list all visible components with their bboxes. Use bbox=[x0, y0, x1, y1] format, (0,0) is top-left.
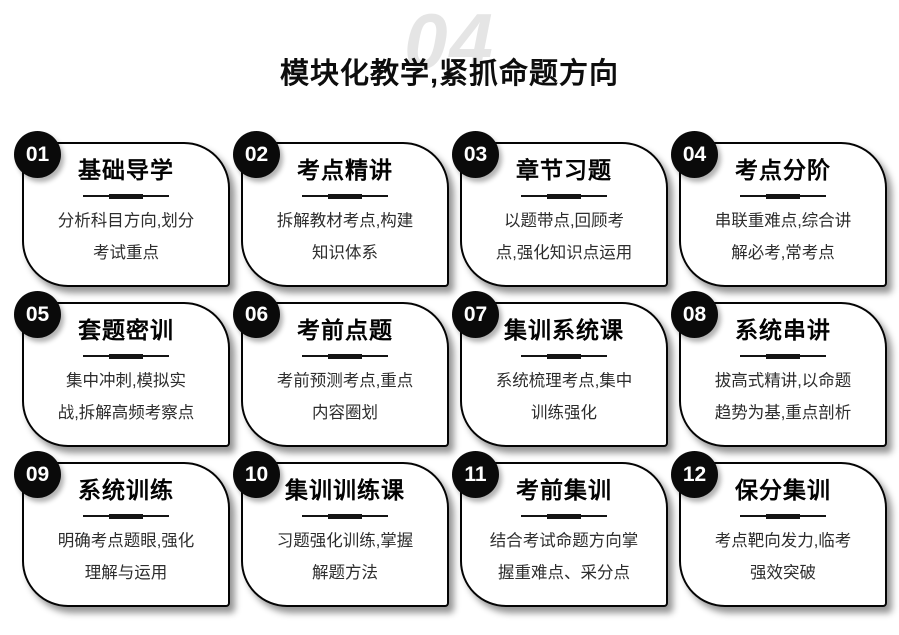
card-description: 集中冲刺,模拟实 战,拆解高频考察点 bbox=[57, 371, 195, 422]
title-divider bbox=[521, 353, 607, 359]
card-description: 系统梳理考点,集中 训练强化 bbox=[495, 371, 633, 422]
module-card-02: 02 考点精讲 拆解教材考点,构建 知识体系 bbox=[233, 131, 449, 287]
section-number-watermark: 04 bbox=[404, 0, 495, 85]
module-grid: 01 基础导学 分析科目方向,划分 考试重点 02 考点精讲 拆解教材考点,构建… bbox=[14, 131, 887, 607]
card-title: 套题密训 bbox=[78, 317, 174, 343]
card-title: 系统串讲 bbox=[735, 317, 831, 343]
module-card-03: 03 章节习题 以题带点,回顾考 点,强化知识点运用 bbox=[452, 131, 668, 287]
card-title: 基础导学 bbox=[78, 157, 174, 183]
title-divider bbox=[521, 513, 607, 519]
card-description: 串联重难点,综合讲 解必考,常考点 bbox=[714, 211, 852, 262]
title-divider bbox=[302, 353, 388, 359]
card-number-badge: 10 bbox=[233, 451, 280, 498]
card-number-badge: 09 bbox=[14, 451, 61, 498]
card-title: 保分集训 bbox=[735, 477, 831, 503]
card-description: 拔高式精讲,以命题 趋势为基,重点剖析 bbox=[714, 371, 852, 422]
card-title: 考点精讲 bbox=[297, 157, 393, 183]
card-number-badge: 06 bbox=[233, 291, 280, 338]
card-number-badge: 05 bbox=[14, 291, 61, 338]
page-title: 模块化教学,紧抓命题方向 bbox=[279, 58, 620, 90]
card-number-badge: 12 bbox=[671, 451, 718, 498]
card-description: 习题强化训练,掌握 解题方法 bbox=[276, 531, 414, 582]
card-title: 考前点题 bbox=[297, 317, 393, 343]
card-number-badge: 11 bbox=[452, 451, 499, 498]
module-card-01: 01 基础导学 分析科目方向,划分 考试重点 bbox=[14, 131, 230, 287]
card-title: 系统训练 bbox=[78, 477, 174, 503]
module-card-10: 10 集训训练课 习题强化训练,掌握 解题方法 bbox=[233, 451, 449, 607]
card-description: 明确考点题眼,强化 理解与运用 bbox=[57, 531, 195, 582]
title-divider bbox=[740, 353, 826, 359]
title-divider bbox=[83, 193, 169, 199]
title-divider bbox=[83, 353, 169, 359]
module-card-12: 12 保分集训 考点靶向发力,临考 强效突破 bbox=[671, 451, 887, 607]
card-number-badge: 08 bbox=[671, 291, 718, 338]
module-card-07: 07 集训系统课 系统梳理考点,集中 训练强化 bbox=[452, 291, 668, 447]
title-divider bbox=[83, 513, 169, 519]
card-description: 结合考试命题方向掌 握重难点、采分点 bbox=[489, 531, 639, 582]
title-divider bbox=[740, 193, 826, 199]
module-card-05: 05 套题密训 集中冲刺,模拟实 战,拆解高频考察点 bbox=[14, 291, 230, 447]
title-divider bbox=[740, 513, 826, 519]
card-description: 考前预测考点,重点 内容圈划 bbox=[276, 371, 414, 422]
card-number-badge: 03 bbox=[452, 131, 499, 178]
module-card-11: 11 考前集训 结合考试命题方向掌 握重难点、采分点 bbox=[452, 451, 668, 607]
module-card-08: 08 系统串讲 拔高式精讲,以命题 趋势为基,重点剖析 bbox=[671, 291, 887, 447]
card-number-badge: 02 bbox=[233, 131, 280, 178]
card-number-badge: 07 bbox=[452, 291, 499, 338]
module-card-09: 09 系统训练 明确考点题眼,强化 理解与运用 bbox=[14, 451, 230, 607]
card-description: 以题带点,回顾考 点,强化知识点运用 bbox=[495, 211, 633, 262]
card-title: 集训系统课 bbox=[504, 317, 624, 343]
title-divider bbox=[302, 193, 388, 199]
card-description: 分析科目方向,划分 考试重点 bbox=[57, 211, 195, 262]
card-number-badge: 01 bbox=[14, 131, 61, 178]
module-card-04: 04 考点分阶 串联重难点,综合讲 解必考,常考点 bbox=[671, 131, 887, 287]
card-title: 考前集训 bbox=[516, 477, 612, 503]
title-divider bbox=[302, 513, 388, 519]
module-card-06: 06 考前点题 考前预测考点,重点 内容圈划 bbox=[233, 291, 449, 447]
card-title: 章节习题 bbox=[516, 157, 612, 183]
card-description: 考点靶向发力,临考 强效突破 bbox=[714, 531, 852, 582]
card-title: 集训训练课 bbox=[285, 477, 405, 503]
title-divider bbox=[521, 193, 607, 199]
card-number-badge: 04 bbox=[671, 131, 718, 178]
card-description: 拆解教材考点,构建 知识体系 bbox=[276, 211, 414, 262]
card-title: 考点分阶 bbox=[735, 157, 831, 183]
